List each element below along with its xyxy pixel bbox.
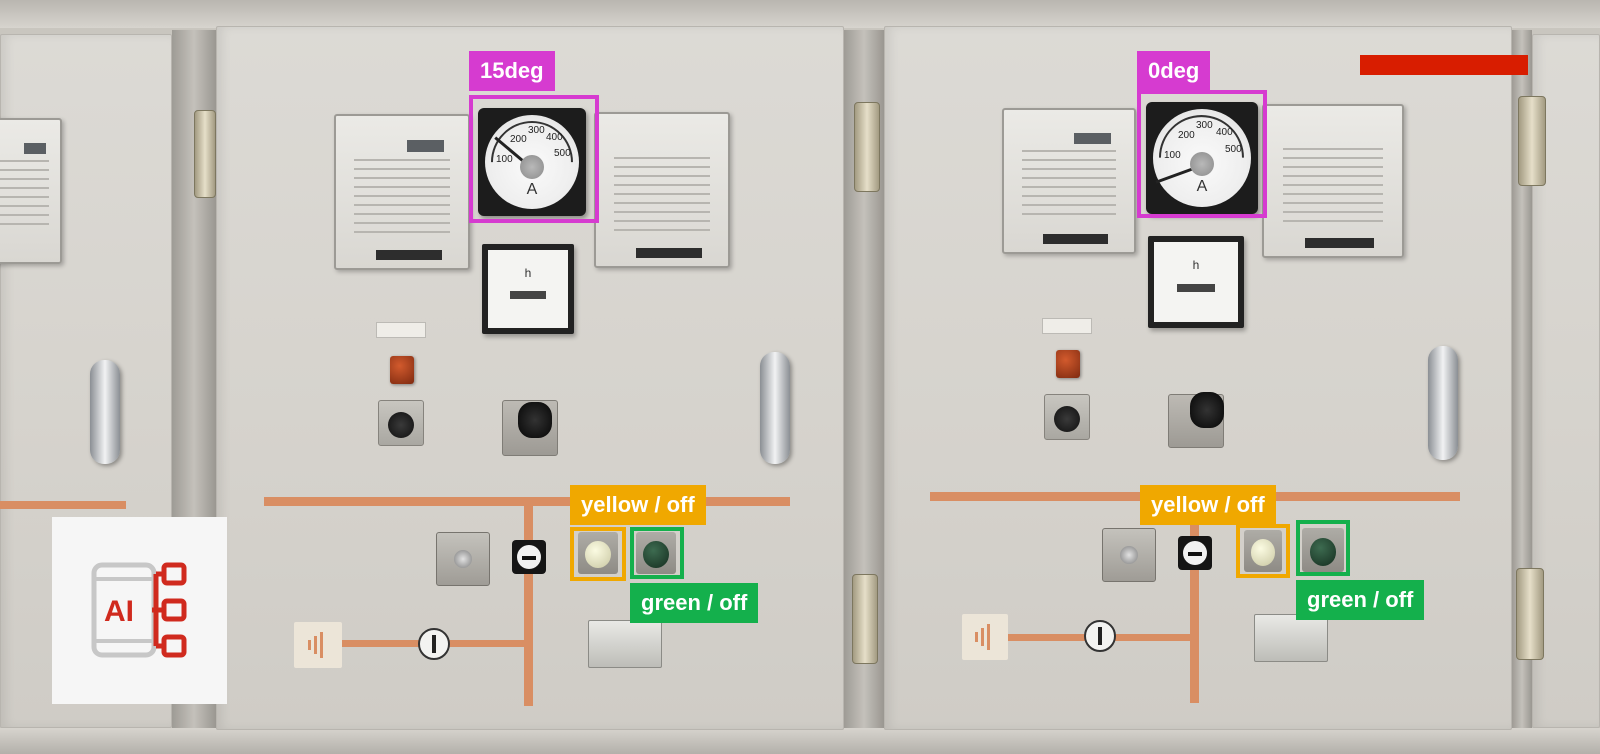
door-hinge [1516,568,1544,660]
yellow-lamp-box-left [570,527,626,581]
green-pilot-lamp-right [1302,528,1344,572]
meter-angle-label-right: 0deg [1137,51,1211,91]
ammeter-left: 200 300 400 500 100 A [473,103,591,221]
hour-counter-unit: h [1192,258,1200,273]
ammeter-right: 200 300 400 500 100 A [1141,97,1263,219]
red-scale-bar [1360,55,1528,75]
mimic-bus-vertical [1190,501,1199,703]
meter-angle-label-left: 15deg [469,51,555,91]
door-hinge [194,110,216,198]
meter-bounding-box-right [1137,90,1267,218]
mimic-bus-line [0,501,126,509]
earthing-switch-indicator [1084,620,1116,652]
meter-unit-label: A [526,180,538,198]
hour-counter: h [1148,236,1244,328]
meter-scale-400: 400 [546,132,563,143]
red-indicator-lamp [390,356,414,384]
cabinet-bottom-frame [0,728,1600,754]
meter-scale-200: 200 [510,134,527,145]
key-switch[interactable] [436,532,490,586]
yellow-lamp-label-right: yellow / off [1140,485,1276,525]
selector-switch[interactable] [1178,536,1212,570]
green-lamp-box-left [630,527,684,579]
control-knob[interactable] [518,402,552,438]
panel-label-sticker [1042,318,1092,334]
red-indicator-lamp [1056,350,1080,378]
selector-switch[interactable] [512,540,546,574]
mimic-bus-line [264,497,790,506]
ct-terminal-block [1254,614,1328,662]
green-lamp-box-right [1296,520,1350,576]
green-lamp-label-right: green / off [1296,580,1425,620]
green-lamp-label-left: green / off [630,583,759,623]
yellow-lamp-box-right [1236,524,1290,578]
protection-relay [0,118,62,264]
meter-bounding-box-left [469,95,599,223]
protection-relay [594,112,730,268]
ct-terminal-block [588,620,662,668]
door-handle [90,360,120,464]
push-button[interactable] [378,400,424,446]
yellow-pilot-lamp-left [578,532,618,574]
meter-scale-300: 300 [1196,120,1213,131]
yellow-pilot-lamp-right [1244,530,1282,572]
meter-scale-100: 100 [496,154,513,165]
meter-scale-400: 400 [1216,127,1233,138]
door-handle[interactable] [1428,346,1458,460]
door-handle[interactable] [760,352,790,464]
earthing-switch-indicator [418,628,450,660]
meter-scale-500: 500 [1225,144,1242,155]
control-knob[interactable] [1190,392,1224,428]
meter-scale-500: 500 [554,148,571,159]
door-hinge [852,574,878,664]
door-hinge [854,102,880,192]
key-switch[interactable] [1102,528,1156,582]
meter-scale-200: 200 [1178,130,1195,141]
yellow-lamp-label-left: yellow / off [570,485,706,525]
meter-scale-100: 100 [1164,150,1181,161]
cabinet-top-frame [0,0,1600,28]
door-hinge [1518,96,1546,186]
meter-unit-label: A [1196,178,1208,196]
ai-logo: AI [52,517,227,704]
earth-symbol [962,614,1008,660]
ai-logo-text: AI [104,595,134,628]
mimic-bus-vertical [524,506,533,706]
green-pilot-lamp-left [636,532,676,574]
protection-relay [334,114,470,270]
push-button[interactable] [1044,394,1090,440]
panel-label-sticker [376,322,426,338]
hour-counter-unit: h [524,265,532,280]
hour-counter: h [482,244,574,334]
panel-gap [1512,30,1532,728]
protection-relay [1002,108,1136,254]
protection-relay [1262,104,1404,258]
earth-symbol [294,622,342,668]
ai-hierarchy-icon: AI [91,562,187,658]
meter-scale-300: 300 [528,125,545,136]
